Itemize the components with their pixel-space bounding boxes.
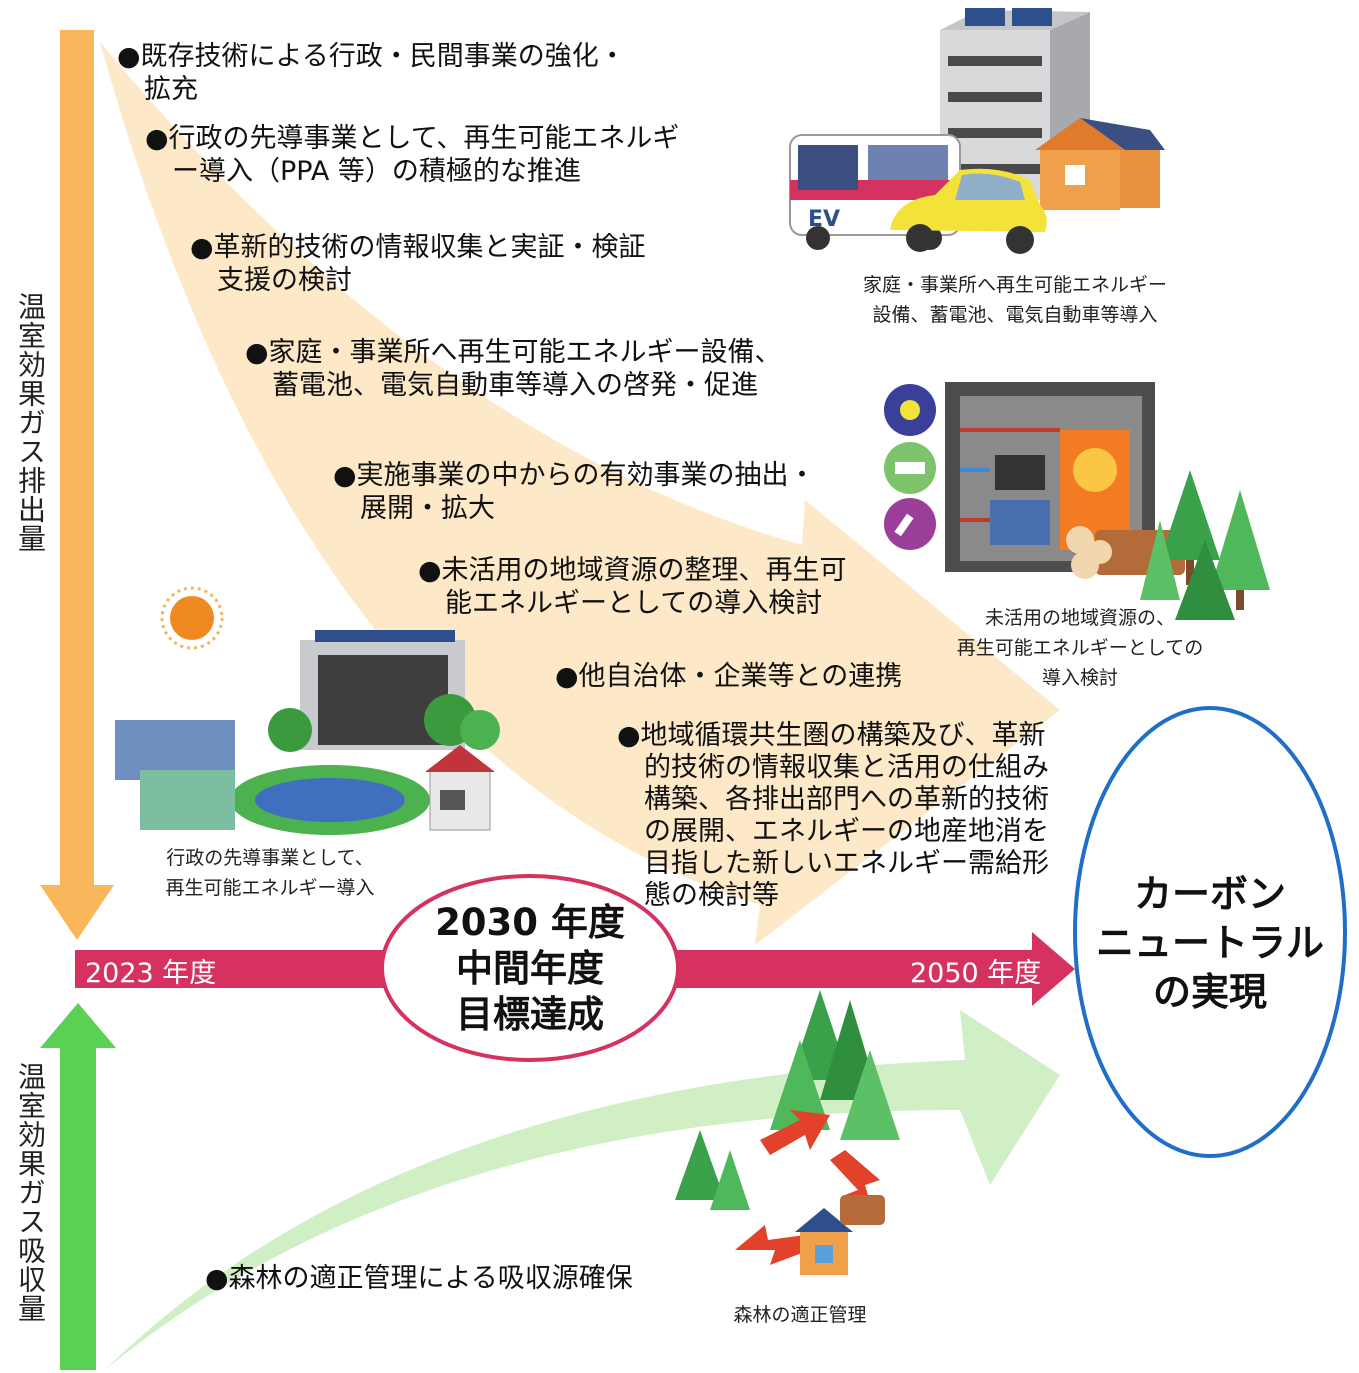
bullet-item: ●他自治体・企業等との連携 (555, 661, 903, 692)
milestone-ellipse (380, 874, 680, 1062)
bullet-item: ●未活用の地域資源の整理、再生可 能エネルギーとしての導入検討 (418, 555, 847, 619)
bullet-item: ●森林の適正管理による吸収源確保 (205, 1263, 633, 1294)
bullet-item: ●家庭・事業所へ再生可能エネルギー設備、 蓄電池、電気自動車等導入の啓発・促進 (245, 337, 782, 401)
bullet-item: ●革新的技術の情報収集と実証・検証 支援の検討 (190, 232, 646, 296)
emission-axis-arrow (40, 30, 114, 940)
goal-ellipse (1073, 706, 1347, 1158)
bullet-item: ●地域循環共生圏の構築及び、革新 的技術の情報収集と活用の仕組み 構築、各排出部… (617, 720, 1049, 911)
emission-reduction-arrow (100, 42, 1060, 945)
bullet-item: ●行政の先導事業として、再生可能エネルギ ー導入（PPA 等）の積極的な推進 (145, 123, 680, 187)
bullet-item: ●既存技術による行政・民間事業の強化・ 拡充 (117, 41, 626, 105)
city-hall-icon (115, 630, 500, 835)
government-caption: 行政の先導事業として、 再生可能エネルギー導入 (165, 847, 375, 899)
absorption-axis-label: 温室効果ガス吸収量 (14, 1062, 47, 1323)
forest-cycle-icon (675, 990, 900, 1275)
local-resources-caption: 未活用の地域資源の、 再生可能エネルギーとしての 導入検討 (956, 607, 1204, 689)
absorption-growth-arrow (105, 1010, 1060, 1370)
forest-caption: 森林の適正管理 (733, 1304, 867, 1326)
sun-icon (160, 586, 224, 650)
ev-car-icon (890, 168, 1047, 254)
timeline-end-label: 2050 年度 (910, 958, 1042, 989)
milestone-text: 2030 年度 中間年度 目標達成 (435, 901, 625, 1036)
solar-house-icon (1035, 118, 1165, 210)
ev-bus-icon: EV (789, 134, 961, 250)
absorption-axis-arrow (40, 1003, 116, 1370)
emission-axis-label: 温室効果ガス排出量 (14, 292, 47, 553)
timeline-start-label: 2023 年度 (85, 958, 217, 989)
bullet-item: ●実施事業の中からの有効事業の抽出・ 展開・拡大 (333, 460, 816, 524)
goal-text: カーボン ニュートラル の実現 (1095, 872, 1324, 1014)
conifer-trees-icon (1140, 470, 1270, 620)
household-caption: 家庭・事業所へ再生可能エネルギー 設備、蓄電池、電気自動車等導入 (862, 274, 1167, 326)
